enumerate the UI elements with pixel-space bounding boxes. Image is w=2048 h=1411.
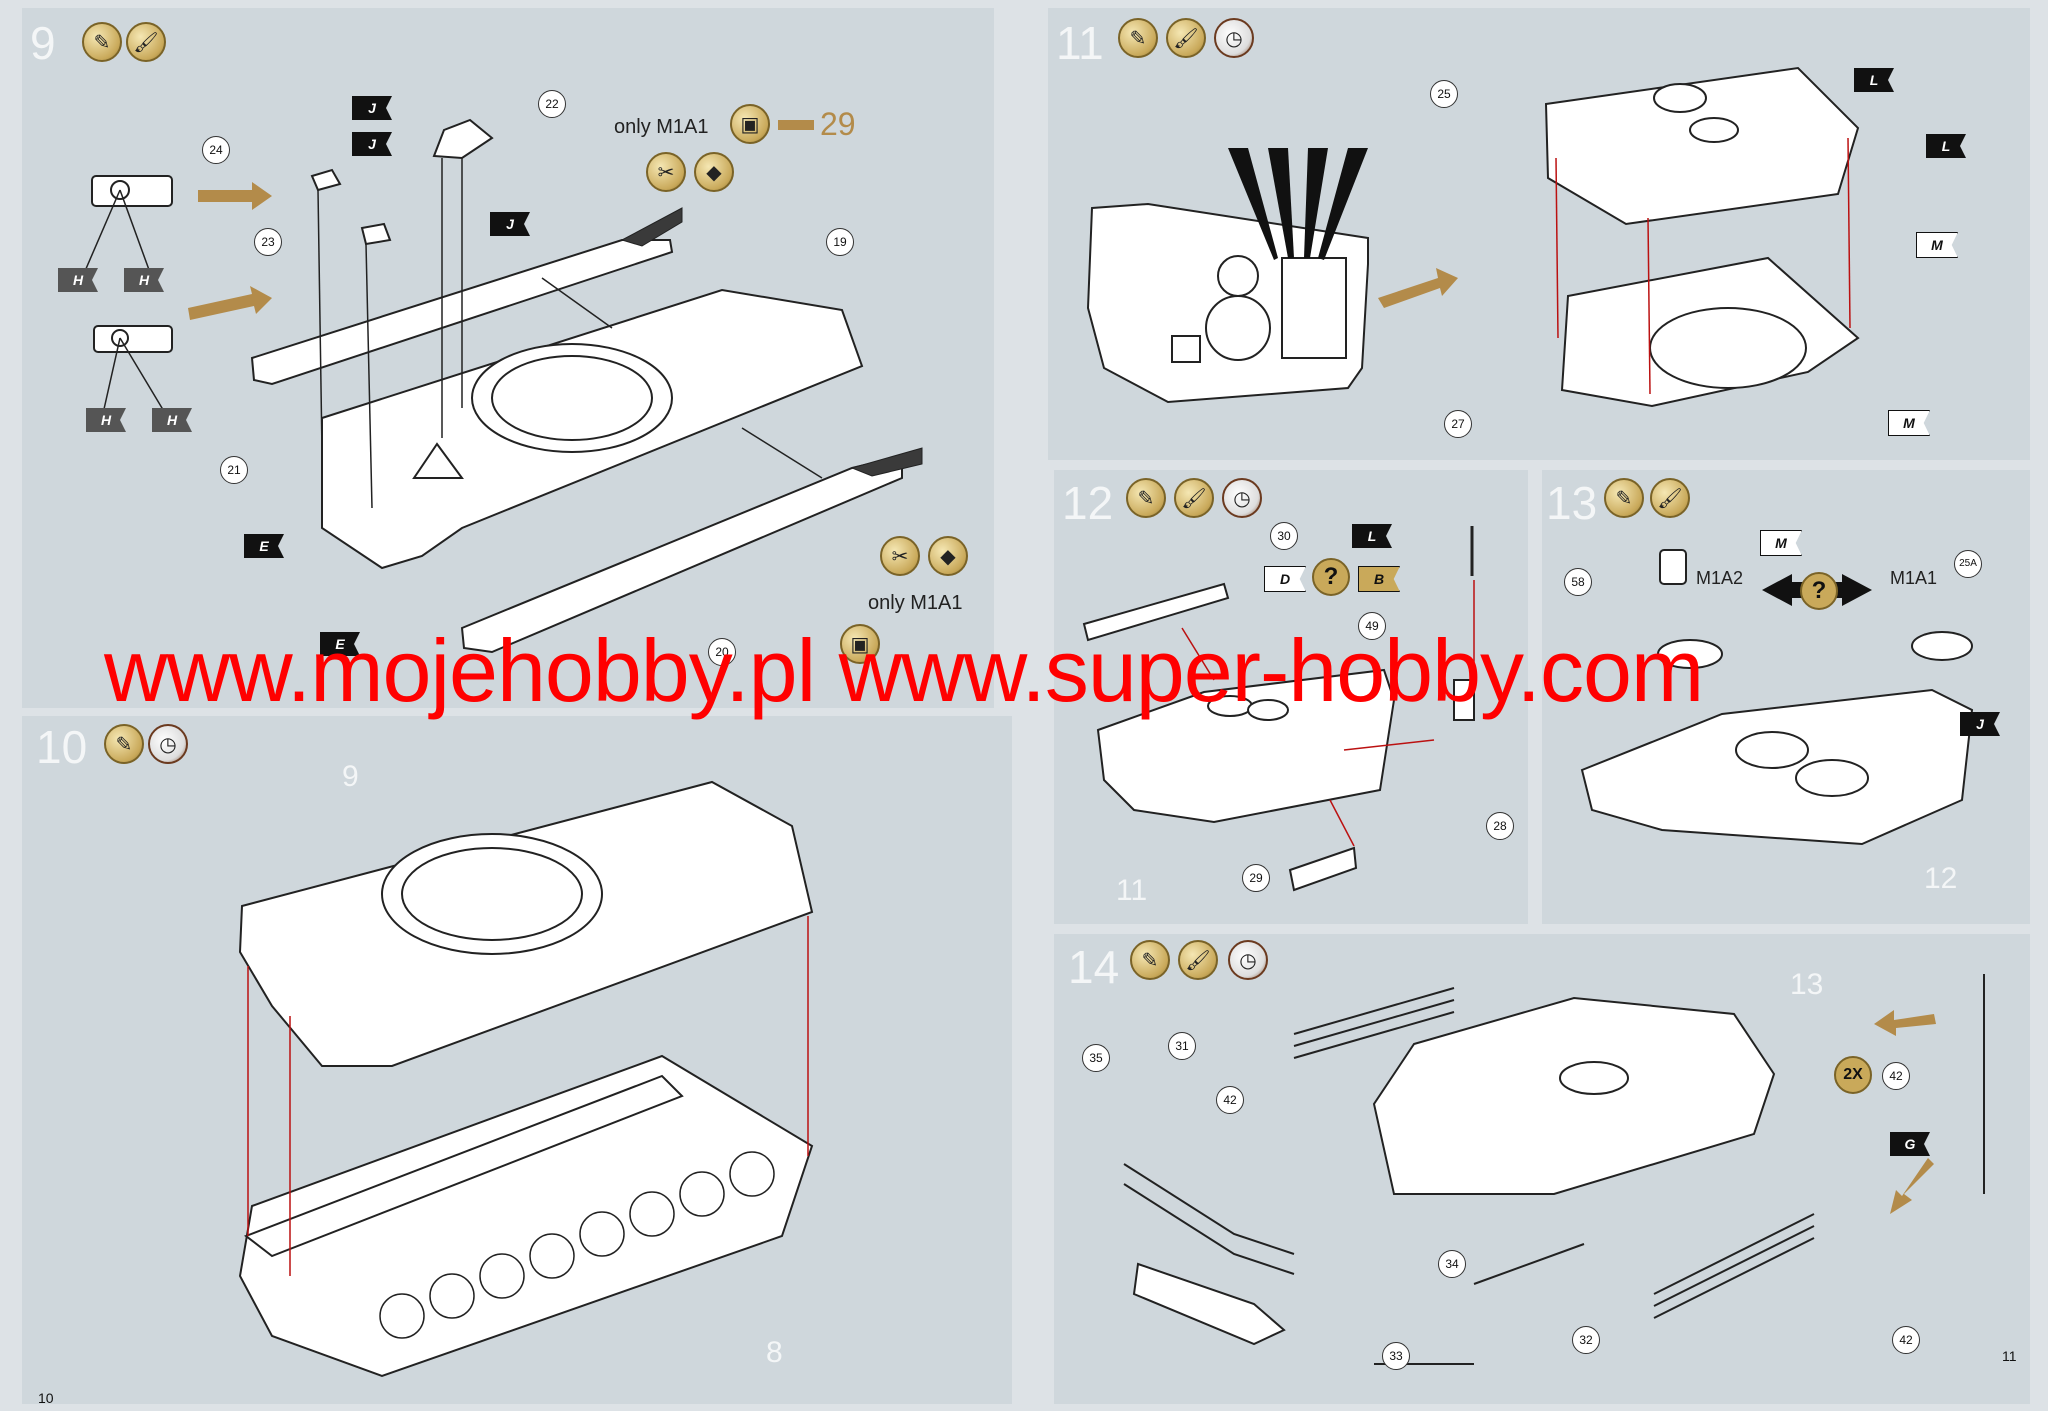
- assembly-label: 12: [1924, 862, 1958, 895]
- step-number: 13: [1546, 477, 1598, 529]
- marker-flag: E: [320, 632, 360, 656]
- part-icon: ▣: [730, 104, 770, 144]
- paint-icon: 🖌: [1174, 478, 1214, 518]
- step-number: 11: [1056, 17, 1104, 69]
- part-number: 20: [708, 638, 736, 666]
- clock-icon: ◷: [148, 724, 188, 764]
- clock-icon: ◷: [1228, 940, 1268, 980]
- marker-flag: G: [1890, 1132, 1930, 1156]
- assembly-label: 11: [1116, 874, 1148, 907]
- clock-icon: ◷: [1222, 478, 1262, 518]
- part-number: 42: [1216, 1086, 1244, 1114]
- part-number: 28: [1486, 812, 1514, 840]
- paint-icon: 🖌: [1178, 940, 1218, 980]
- marker-flag: L: [1854, 68, 1894, 92]
- assembly-label: 8: [766, 1336, 783, 1369]
- step-number: 10: [36, 721, 88, 773]
- step-11-drawing: [1086, 66, 1860, 408]
- step-number: 9: [30, 17, 56, 69]
- question-icon: ?: [1312, 558, 1350, 596]
- paint-icon: 🖌: [1166, 18, 1206, 58]
- step-13-drawing: [1580, 549, 1974, 846]
- part-number: 32: [1572, 1326, 1600, 1354]
- step-number: 12: [1062, 477, 1114, 529]
- marker-flag: M: [1888, 410, 1930, 436]
- assembly-label: 9: [342, 760, 359, 793]
- marker-flag: J: [490, 212, 530, 236]
- page-number-right: 11: [2002, 1348, 2017, 1364]
- part-number: 19: [826, 228, 854, 256]
- step-14-drawing: [1123, 974, 1985, 1365]
- part-number: 31: [1168, 1032, 1196, 1060]
- marker-flag: J: [1960, 712, 2000, 736]
- part-number: 27: [1444, 410, 1472, 438]
- part-number: 35: [1082, 1044, 1110, 1072]
- marker-flag: H: [58, 268, 98, 292]
- glue-icon: ✎: [82, 22, 122, 62]
- part-number: 58: [1564, 568, 1592, 596]
- part-number: 24: [202, 136, 230, 164]
- assembly-label: 13: [1790, 968, 1824, 1001]
- marker-flag: H: [124, 268, 164, 292]
- part-number: 21: [220, 456, 248, 484]
- clock-icon: ◷: [1214, 18, 1254, 58]
- marker-flag: H: [86, 408, 126, 432]
- marker-flag: J: [352, 132, 392, 156]
- step-10-drawing: [238, 780, 814, 1378]
- marker-flag: M: [1916, 232, 1958, 258]
- step-12-drawing: [1082, 526, 1475, 892]
- part-number: 23: [254, 228, 282, 256]
- part-number: 42: [1892, 1326, 1920, 1354]
- marker-flag: L: [1926, 134, 1966, 158]
- flip-icon: ◆: [928, 536, 968, 576]
- part-icon: ▣: [840, 624, 880, 664]
- marker-flag: J: [352, 96, 392, 120]
- glue-icon: ✎: [1126, 478, 1166, 518]
- watermark-text: www.mojehobby.pl www.super-hobby.com: [104, 621, 1704, 720]
- only-m1a1-label: only M1A1: [868, 592, 963, 614]
- part-number: 22: [538, 90, 566, 118]
- multiplier-badge: 2X: [1834, 1056, 1872, 1094]
- marker-flag: M: [1760, 530, 1802, 556]
- glue-icon: ✎: [1604, 478, 1644, 518]
- marker-flag: D: [1264, 566, 1306, 592]
- cut-icon: ✂: [646, 152, 686, 192]
- flip-icon: ◆: [694, 152, 734, 192]
- only-m1a1-label: only M1A1: [614, 116, 709, 138]
- glue-icon: ✎: [1130, 940, 1170, 980]
- part-number: 34: [1438, 1250, 1466, 1278]
- part-number: 33: [1382, 1342, 1410, 1370]
- page-number-left: 10: [38, 1390, 54, 1406]
- part-number: 49: [1358, 612, 1386, 640]
- marker-flag: H: [152, 408, 192, 432]
- marker-flag: L: [1352, 524, 1392, 548]
- cut-icon: ✂: [880, 536, 920, 576]
- glue-icon: ✎: [1118, 18, 1158, 58]
- question-icon: ?: [1800, 572, 1838, 610]
- arrow-icon: [778, 120, 814, 130]
- paint-icon: 🖌: [1650, 478, 1690, 518]
- part-number: 29: [1242, 864, 1270, 892]
- marker-flag: E: [244, 534, 284, 558]
- part-number: 25: [1430, 80, 1458, 108]
- variant-label-m1a1: M1A1: [1890, 568, 1938, 588]
- part-number: 25A: [1954, 550, 1982, 578]
- part-number: 30: [1270, 522, 1298, 550]
- step-reference: 29: [820, 106, 856, 142]
- glue-icon: ✎: [104, 724, 144, 764]
- step-number: 14: [1068, 941, 1120, 993]
- part-number: 42: [1882, 1062, 1910, 1090]
- step-9-drawing: [81, 118, 923, 654]
- marker-flag: B: [1358, 566, 1400, 592]
- variant-label-m1a2: M1A2: [1696, 568, 1744, 588]
- paint-icon: 🖌: [126, 22, 166, 62]
